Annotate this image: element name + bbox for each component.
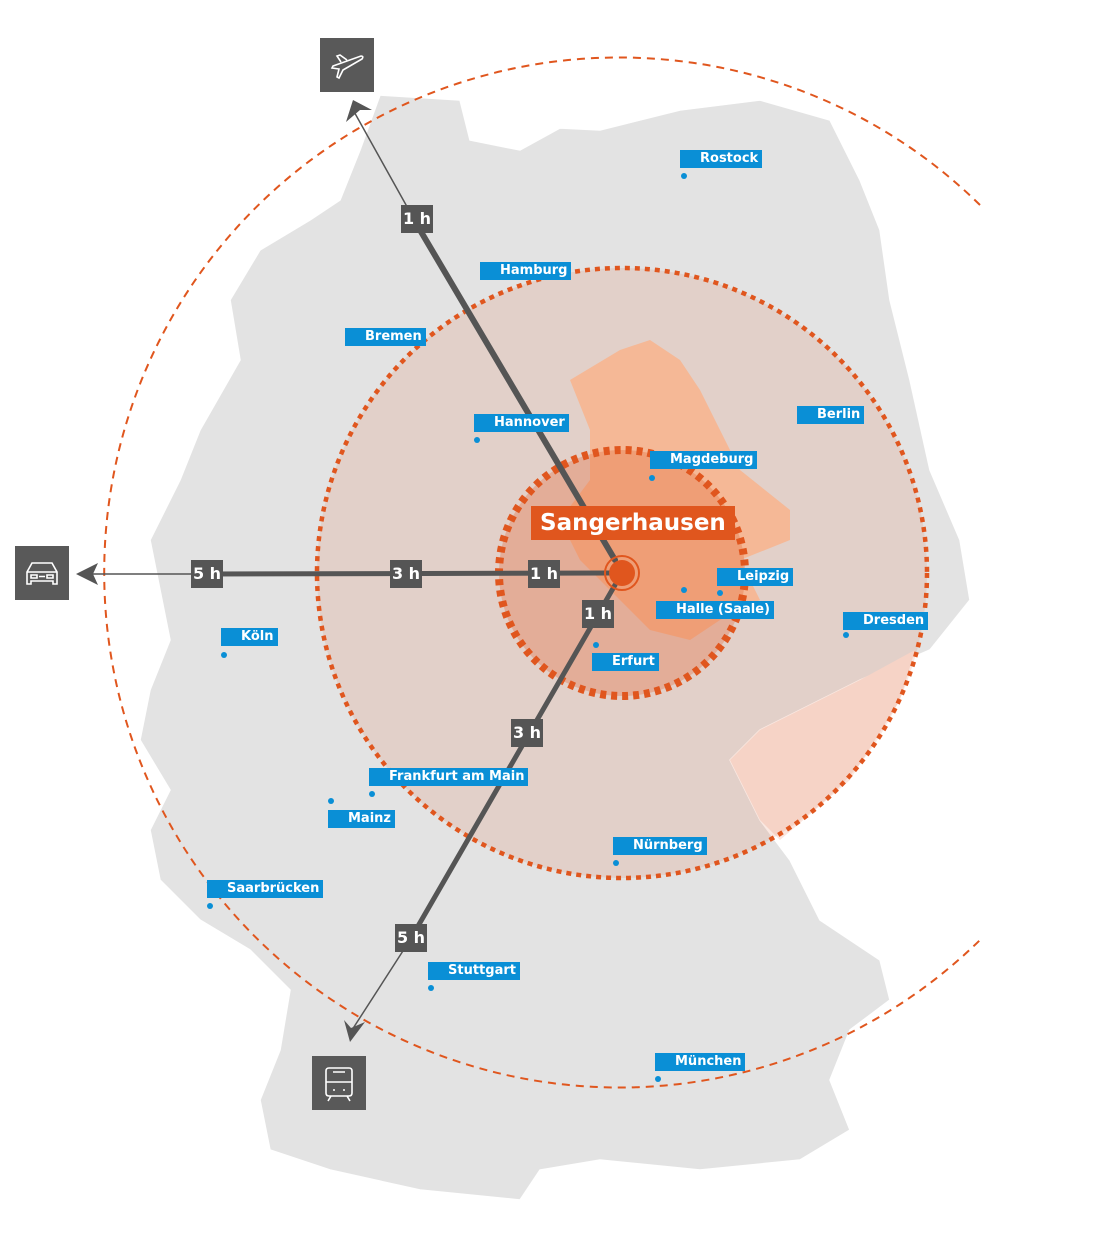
city-label-bremen: Bremen — [345, 328, 426, 346]
city-dot — [843, 632, 849, 638]
outside-region — [730, 650, 915, 840]
city-label-nuernberg: Nürnberg — [613, 837, 707, 855]
city-dot — [207, 903, 213, 909]
city-dot — [649, 475, 655, 481]
city-label-rostock: Rostock — [680, 150, 763, 168]
train-route-thin — [351, 939, 411, 1031]
city-label-koeln: Köln — [221, 628, 278, 646]
city-label-dresden: Dresden — [843, 612, 929, 630]
city-dot — [717, 590, 723, 596]
car-time-1h: 1 h — [528, 560, 560, 588]
city-label-berlin: Berlin — [797, 406, 865, 424]
center-marker — [609, 560, 635, 586]
city-label-saarbruecken: Saarbrücken — [207, 880, 324, 898]
train-arrowhead — [344, 1020, 365, 1042]
car-mode-box[interactable] — [15, 546, 69, 600]
center-marker-ring — [604, 555, 640, 591]
train-icon — [325, 1067, 353, 1102]
air-arrowhead — [346, 100, 372, 122]
city-dot — [613, 860, 619, 866]
car-icon — [26, 562, 58, 585]
airplane-icon — [330, 54, 364, 80]
city-dot — [474, 437, 480, 443]
germany-outline — [139, 94, 971, 1201]
city-dot — [681, 173, 687, 179]
train-mode-box[interactable] — [312, 1056, 366, 1110]
city-label-frankfurt: Frankfurt am Main — [369, 768, 529, 786]
city-label-erfurt: Erfurt — [592, 653, 659, 671]
city-dot — [221, 652, 227, 658]
city-dot — [655, 1076, 661, 1082]
radius-5h-ring — [103, 56, 981, 1089]
car-time-5h: 5 h — [191, 560, 223, 588]
city-label-stuttgart: Stuttgart — [428, 962, 520, 980]
city-label-hannover: Hannover — [474, 414, 569, 432]
city-dot — [593, 642, 599, 648]
air-route-line — [417, 227, 618, 563]
train-time-1h: 1 h — [582, 600, 614, 628]
center-city-label: Sangerhausen — [531, 506, 735, 540]
city-label-hamburg: Hamburg — [480, 262, 572, 280]
air-time-1h: 1 h — [401, 205, 433, 233]
city-label-mainz: Mainz — [328, 810, 395, 828]
car-arrowhead — [76, 563, 98, 585]
airplane-mode-box[interactable] — [320, 38, 374, 92]
city-dot — [681, 587, 687, 593]
car-time-3h: 3 h — [390, 560, 422, 588]
city-dot — [369, 791, 375, 797]
city-label-muenchen: München — [655, 1053, 746, 1071]
train-time-5h: 5 h — [395, 924, 427, 952]
train-route-line — [407, 582, 618, 943]
city-dot — [328, 798, 334, 804]
train-time-3h: 3 h — [511, 719, 543, 747]
city-dot — [428, 985, 434, 991]
city-label-leipzig: Leipzig — [717, 568, 794, 586]
city-label-halle: Halle (Saale) — [656, 601, 774, 619]
radius-3h-ring — [314, 265, 930, 881]
city-label-magdeburg: Magdeburg — [650, 451, 758, 469]
